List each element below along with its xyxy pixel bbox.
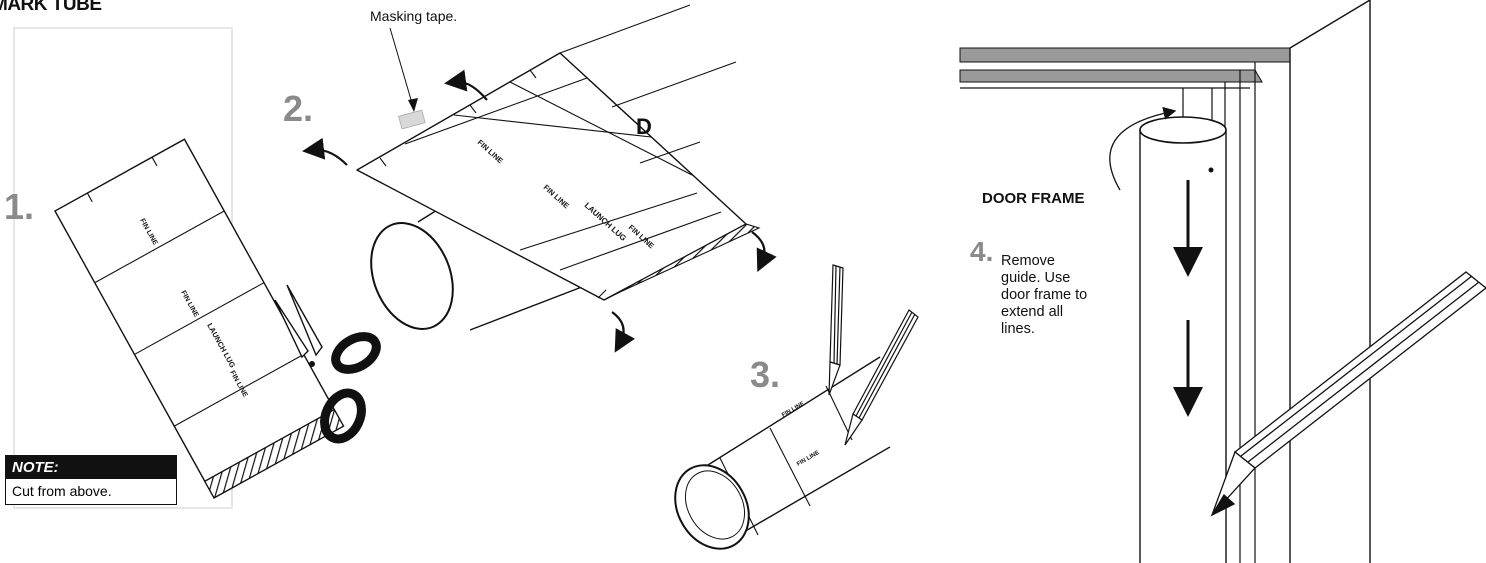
note-body: Cut from above. [12,483,112,499]
step-number-3: 3. [750,354,781,395]
remove-guide-instruction: Remove guide. Use door frame to extend a… [1001,253,1088,337]
letter-d-label: D [636,114,652,139]
page-title: MARK TUBE [0,0,102,15]
guide-sheet-step1 [54,138,345,499]
scissors-icon [274,284,381,444]
door-frame-label: DOOR FRAME [982,190,1085,207]
step-number-2: 2. [283,88,314,129]
step-number-1: 1. [4,186,35,227]
arrow-icon [1109,106,1203,417]
pencil-icon [828,264,919,446]
note-box: NOTE: Cut from above. [5,455,177,505]
pencil-icon [1210,271,1486,517]
masking-tape-label: Masking tape. [370,8,458,24]
step-number-4: 4. [970,236,994,267]
tube-step4 [1139,88,1227,563]
arrow-icon [302,69,777,353]
note-heading: NOTE: [6,456,176,479]
tube-step3 [674,356,900,550]
